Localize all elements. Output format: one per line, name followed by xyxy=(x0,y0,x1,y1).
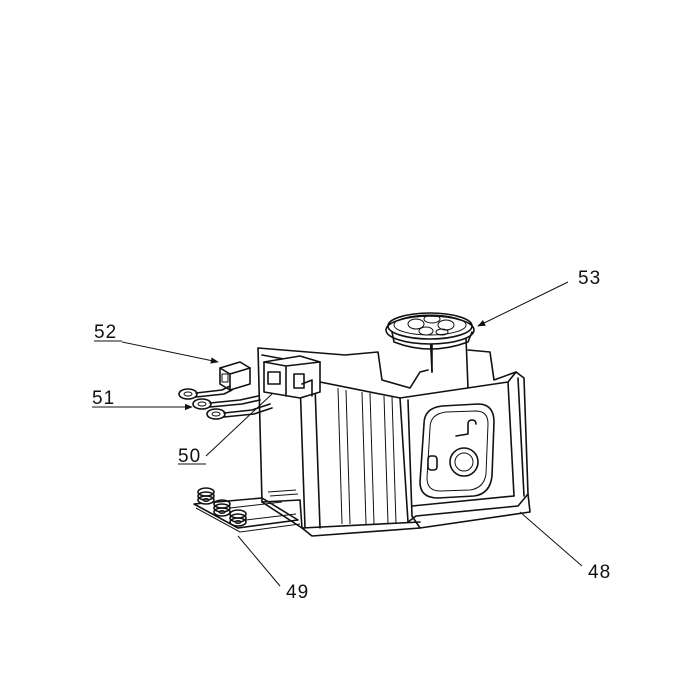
leader-52 xyxy=(121,341,219,364)
label-50: 50 xyxy=(178,446,201,467)
leader-53 xyxy=(477,281,569,327)
top-cap-part xyxy=(385,312,475,373)
terminal-block-part xyxy=(263,355,321,399)
leader-48 xyxy=(519,511,583,567)
reference-labels: 52 51 50 53 48 49 xyxy=(92,268,611,603)
leader-lines xyxy=(92,281,583,587)
label-52: 52 xyxy=(94,322,117,343)
label-51: 51 xyxy=(92,388,115,409)
ring-terminals-part xyxy=(178,385,273,420)
leader-50 xyxy=(205,393,273,457)
label-48: 48 xyxy=(588,562,611,583)
label-53: 53 xyxy=(578,268,601,289)
housing-body xyxy=(257,329,531,537)
springs-part xyxy=(193,487,301,533)
leader-49 xyxy=(237,535,281,587)
connector-part xyxy=(219,361,251,391)
label-49: 49 xyxy=(286,582,309,603)
